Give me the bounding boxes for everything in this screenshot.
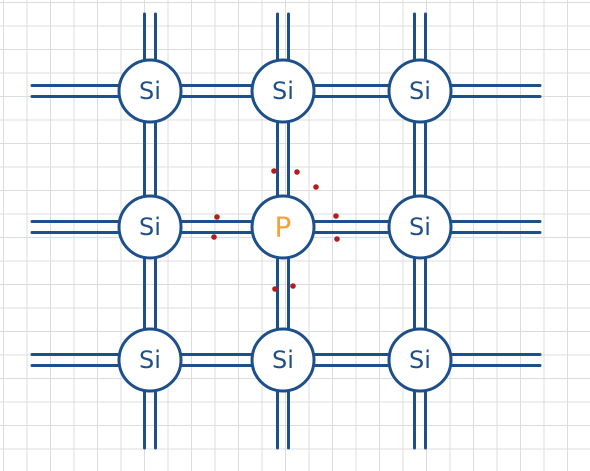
electron-dot — [333, 213, 339, 219]
electron-dot — [313, 184, 319, 190]
electron-dot — [271, 168, 277, 174]
atom-circle — [250, 194, 316, 260]
electron-dot — [214, 214, 220, 220]
atom-label: P — [275, 211, 292, 244]
atom-label: Si — [139, 346, 161, 374]
silicon-atom: Si — [250, 327, 316, 393]
atom-label: Si — [409, 77, 431, 105]
silicon-atom: Si — [387, 194, 453, 260]
silicon-atom: Si — [117, 58, 183, 124]
atom-label: Si — [272, 77, 294, 105]
atom-label: Si — [409, 213, 431, 241]
electron-dot — [294, 169, 300, 175]
electron-dot — [290, 283, 296, 289]
atom-label: Si — [272, 346, 294, 374]
atom-circle — [117, 194, 183, 260]
phosphorus-atom: P — [250, 194, 316, 260]
atom-circle — [387, 58, 453, 124]
atom-circle — [250, 58, 316, 124]
silicon-atom: Si — [387, 58, 453, 124]
silicon-atom: Si — [250, 58, 316, 124]
silicon-atom: Si — [117, 327, 183, 393]
atom-circle — [250, 327, 316, 393]
electron-dot — [334, 236, 340, 242]
electron-dot — [211, 234, 217, 240]
silicon-atom: Si — [387, 327, 453, 393]
atom-label: Si — [139, 213, 161, 241]
silicon-atom: Si — [117, 194, 183, 260]
atom-circle — [117, 58, 183, 124]
electron-dot — [272, 286, 278, 292]
atom-circle — [387, 194, 453, 260]
valence-electrons — [211, 168, 340, 292]
atom-circle — [117, 327, 183, 393]
atom-circle — [387, 327, 453, 393]
atom-label: Si — [409, 346, 431, 374]
atom-label: Si — [139, 77, 161, 105]
